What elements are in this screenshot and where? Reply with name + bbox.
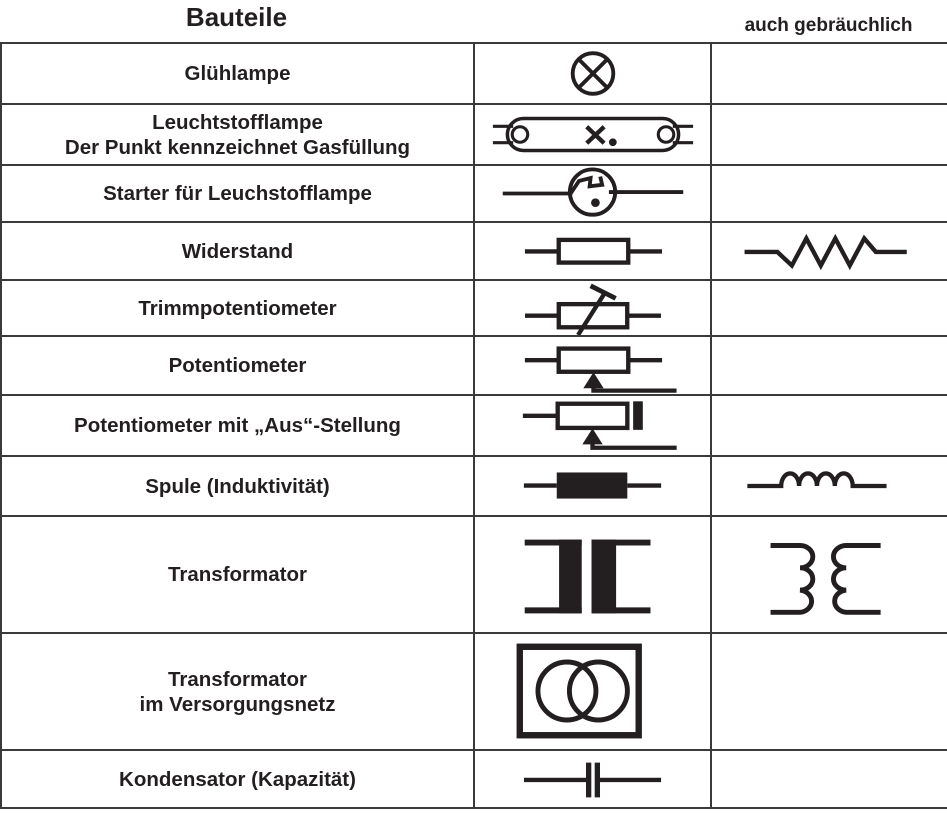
starter-symbol-icon <box>502 167 683 217</box>
table-row: Transformator <box>0 515 947 634</box>
component-label: Leuchtstofflampe Der Punkt kennzeichnet … <box>0 103 475 166</box>
alt-column-header: auch gebräuchlich <box>744 15 913 36</box>
component-label: Kondensator (Kapazität) <box>0 749 475 809</box>
component-label: Transformator im Versorgungsnetz <box>0 632 475 751</box>
inductor-loops-symbol-icon <box>746 471 887 489</box>
table-row: Starter für Leuchstofflampe <box>0 164 947 223</box>
alt-symbol-cell-empty <box>710 164 947 223</box>
chart-header: Bauteile auch gebräuchlich <box>0 0 947 42</box>
component-label: Trimmpotentiometer <box>0 279 475 337</box>
alt-symbol-cell-empty <box>710 749 947 809</box>
component-label: Starter für Leuchstofflampe <box>0 164 475 223</box>
incandescent-lamp-symbol-icon <box>570 51 615 96</box>
component-label: Potentiometer <box>0 335 475 396</box>
component-label: Widerstand <box>0 221 475 281</box>
alt-symbol-cell-empty <box>710 335 947 396</box>
component-label: Spule (Induktivität) <box>0 455 475 517</box>
resistor-symbol-icon <box>524 237 662 265</box>
inductor-symbol-icon <box>523 472 661 499</box>
table-row: Potentiometer mit „Aus“-Stellung <box>0 394 947 457</box>
table-row: Glühlampe <box>0 42 947 105</box>
potentiometer-off-symbol-icon <box>522 401 677 450</box>
table-row: Spule (Induktivität) <box>0 455 947 517</box>
capacitor-symbol-icon <box>523 762 661 798</box>
fluorescent-lamp-symbol-icon <box>492 116 693 153</box>
table-row: Potentiometer <box>0 335 947 396</box>
grid-transformer-symbol-icon <box>516 643 642 739</box>
alt-symbol-cell-empty <box>710 42 947 105</box>
table-row: Trimmpotentiometer <box>0 279 947 337</box>
table-row: Kondensator (Kapazität) <box>0 749 947 809</box>
alt-symbol-cell-empty <box>710 632 947 751</box>
alt-symbol-cell-empty <box>710 394 947 457</box>
alt-symbol-cell-empty <box>710 103 947 166</box>
transformer-coils-symbol-icon <box>770 543 881 615</box>
page-title: Bauteile <box>185 2 288 32</box>
table-row: Leuchtstofflampe Der Punkt kennzeichnet … <box>0 103 947 166</box>
component-label: Transformator <box>0 515 475 634</box>
symbol-table: Glühlampe Leuchtstofflampe Der Punkt ken… <box>0 42 947 809</box>
potentiometer-symbol-icon <box>524 346 677 393</box>
table-row: Widerstand <box>0 221 947 281</box>
alt-symbol-cell-empty <box>710 279 947 337</box>
component-label: Potentiometer mit „Aus“-Stellung <box>0 394 475 457</box>
resistor-zigzag-symbol-icon <box>744 233 907 271</box>
component-label: Glühlampe <box>0 42 475 105</box>
table-row: Transformator im Versorgungsnetz <box>0 632 947 751</box>
transformer-symbol-icon <box>524 539 650 614</box>
trimmer-potentiometer-symbol-icon <box>524 283 661 334</box>
